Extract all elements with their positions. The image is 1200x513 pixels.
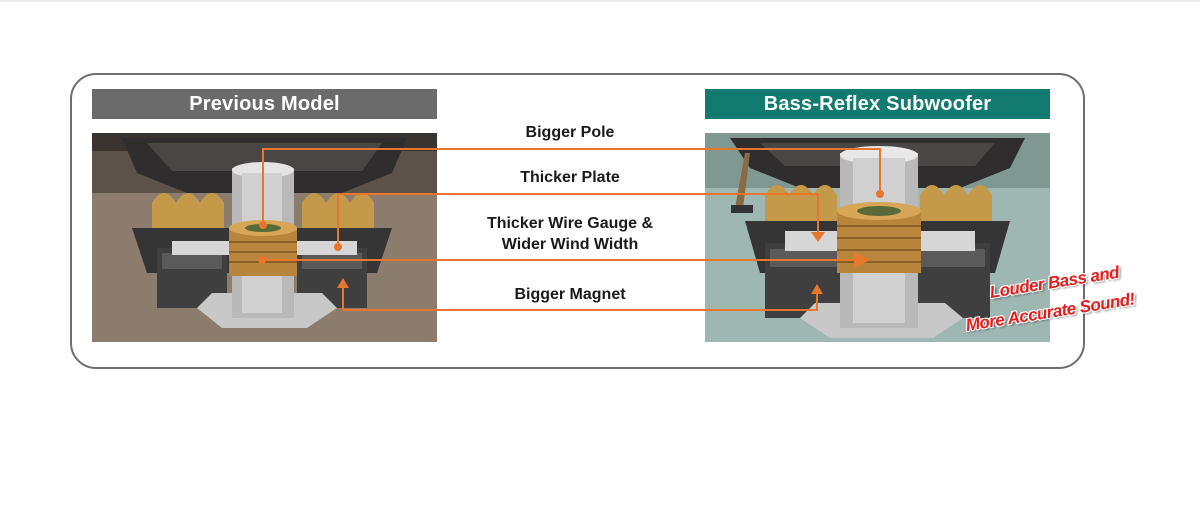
magnet-connector	[342, 284, 818, 311]
callout-wire-gauge-line2: Wider Wind Width	[501, 236, 639, 253]
pole-connector	[262, 148, 881, 225]
callout-thicker-plate: Thicker Plate	[520, 169, 620, 186]
callout-wire-gauge-line1: Thicker Wire Gauge &	[486, 215, 654, 232]
plate-connector	[337, 193, 819, 247]
top-divider	[0, 0, 1200, 2]
callout-bigger-magnet: Bigger Magnet	[514, 286, 626, 303]
callout-bigger-pole: Bigger Pole	[525, 124, 615, 141]
previous-model-cutaway	[92, 133, 437, 342]
previous-model-header: Previous Model	[92, 89, 437, 119]
bass-reflex-header: Bass-Reflex Subwoofer	[705, 89, 1050, 119]
